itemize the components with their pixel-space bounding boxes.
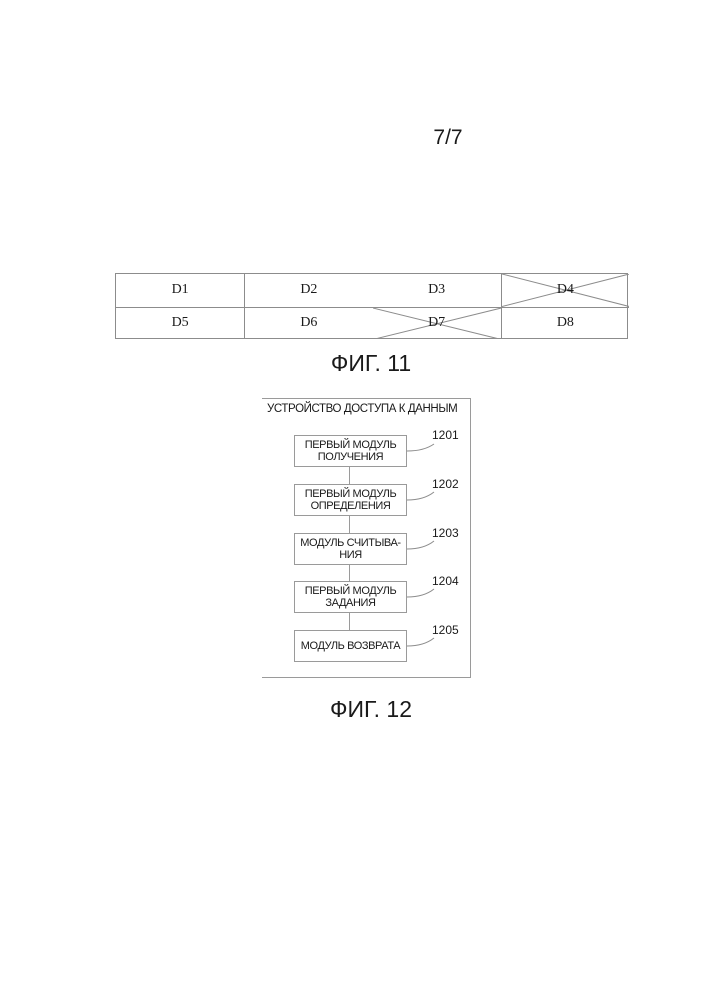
reference-numeral: 1204 xyxy=(432,574,459,588)
figure-caption: ФИГ. 12 xyxy=(271,696,471,723)
reference-numeral: 1205 xyxy=(432,623,459,637)
reference-numeral: 1201 xyxy=(432,428,459,442)
reference-numeral: 1202 xyxy=(432,477,459,491)
reference-numeral: 1203 xyxy=(432,526,459,540)
